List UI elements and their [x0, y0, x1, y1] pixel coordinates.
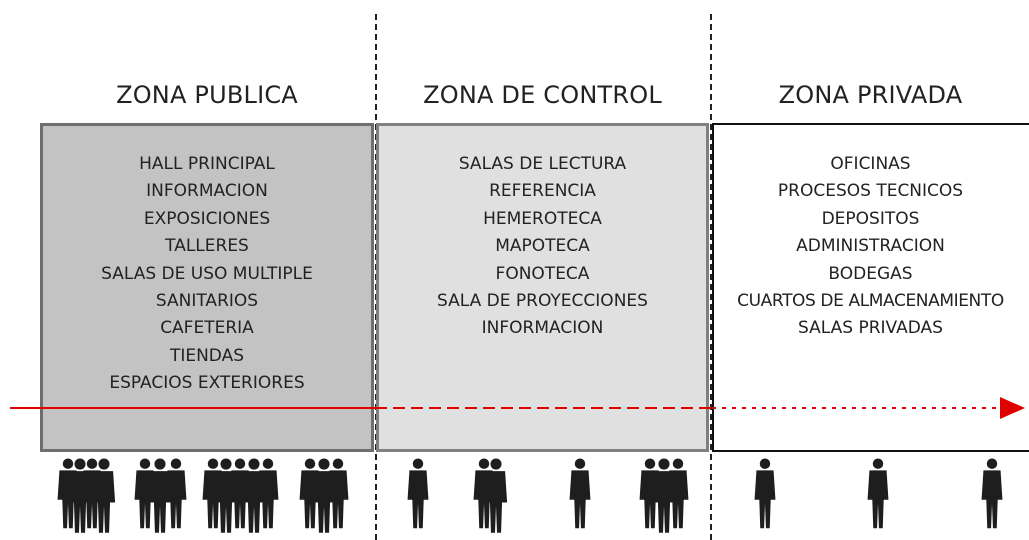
zone-item: SALAS PRIVADAS [798, 318, 943, 339]
zone-item: OFICINAS [830, 154, 911, 174]
zone-item: EXPOSICIONES [143, 208, 271, 229]
zone-item: MAPOTECA [495, 236, 590, 257]
person-silhouette-icon [867, 458, 889, 529]
zone-item: TALLERES [165, 236, 249, 257]
zone-list-control: SALAS DE LECTURA REFERENCIA HEMEROTECA M… [376, 151, 709, 343]
person-silhouette-icon [569, 458, 591, 529]
zone-item: REFERENCIA [489, 181, 596, 202]
person-silhouette-icon [327, 458, 349, 529]
zone-item: SALAS DE LECTURA [458, 154, 627, 174]
zone-item: SANITARIOS [155, 291, 259, 312]
person-silhouette-icon [981, 458, 1003, 529]
zone-title-privada: ZONA PRIVADA [778, 81, 963, 109]
zone-box-privada [712, 123, 1029, 452]
zone-divider-right [710, 14, 712, 540]
person-silhouette-icon [667, 458, 689, 529]
person-silhouette-icon [148, 458, 172, 533]
zone-list-publica: HALL PRINCIPAL INFORMACION EXPOSICIONES … [40, 151, 374, 398]
zone-item: CAFETERIA [160, 318, 254, 339]
zone-item: ESPACIOS EXTERIORES [109, 373, 305, 394]
zone-item: HEMEROTECA [483, 208, 602, 229]
person-silhouette-icon [484, 458, 508, 533]
zone-title-control: ZONA DE CONTROL [423, 81, 662, 109]
person-silhouette-icon [257, 458, 279, 529]
person-silhouette-icon [165, 458, 187, 529]
zone-item: DEPOSITOS [821, 208, 920, 229]
zone-item: TIENDAS [169, 345, 245, 366]
zone-item: PROCESOS TECNICOS [777, 181, 964, 202]
flow-arrow-head-icon [1000, 397, 1025, 419]
person-silhouette-icon [754, 458, 776, 529]
zone-list-privada: OFICINAS PROCESOS TECNICOS DEPOSITOS ADM… [712, 151, 1029, 343]
zone-item: SALAS DE USO MULTIPLE [101, 263, 313, 284]
zone-item: BODEGAS [828, 263, 913, 284]
zone-title-publica: ZONA PUBLICA [116, 81, 298, 109]
zone-item: ADMINISTRACION [796, 236, 945, 257]
zone-item: FONOTECA [495, 263, 590, 284]
zone-item: INFORMACION [481, 318, 604, 339]
zone-box-publica [40, 123, 374, 452]
zone-item: HALL PRINCIPAL [139, 154, 275, 174]
zone-box-control [376, 123, 709, 452]
zone-item: CUARTOS DE ALMACENAMIENTO [737, 291, 1004, 312]
person-silhouette-icon [92, 458, 116, 533]
zone-item: INFORMACION [146, 181, 268, 202]
zone-item: SALA DE PROYECCIONES [437, 291, 648, 312]
person-silhouette-icon [407, 458, 429, 529]
